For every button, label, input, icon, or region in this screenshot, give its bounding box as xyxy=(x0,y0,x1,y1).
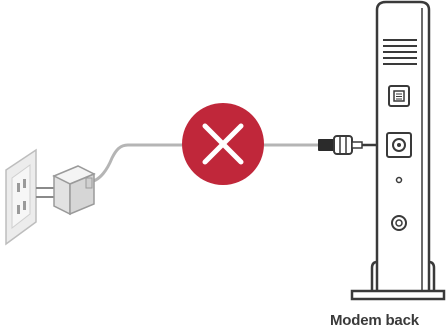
close-x-icon xyxy=(182,103,264,185)
vent-slots xyxy=(383,39,417,65)
power-port-icon xyxy=(386,132,412,158)
diagram-caption: Modem back xyxy=(330,312,419,329)
power-adapter-icon xyxy=(36,165,96,216)
wps-button xyxy=(391,215,407,231)
reset-hole xyxy=(395,176,403,184)
modem-back-icon xyxy=(350,0,446,301)
dc-plug-icon xyxy=(318,135,376,155)
power-cable xyxy=(86,143,324,184)
modem-stand xyxy=(350,260,446,301)
ethernet-port-icon xyxy=(388,85,410,107)
wall-outlet-icon xyxy=(5,148,37,246)
